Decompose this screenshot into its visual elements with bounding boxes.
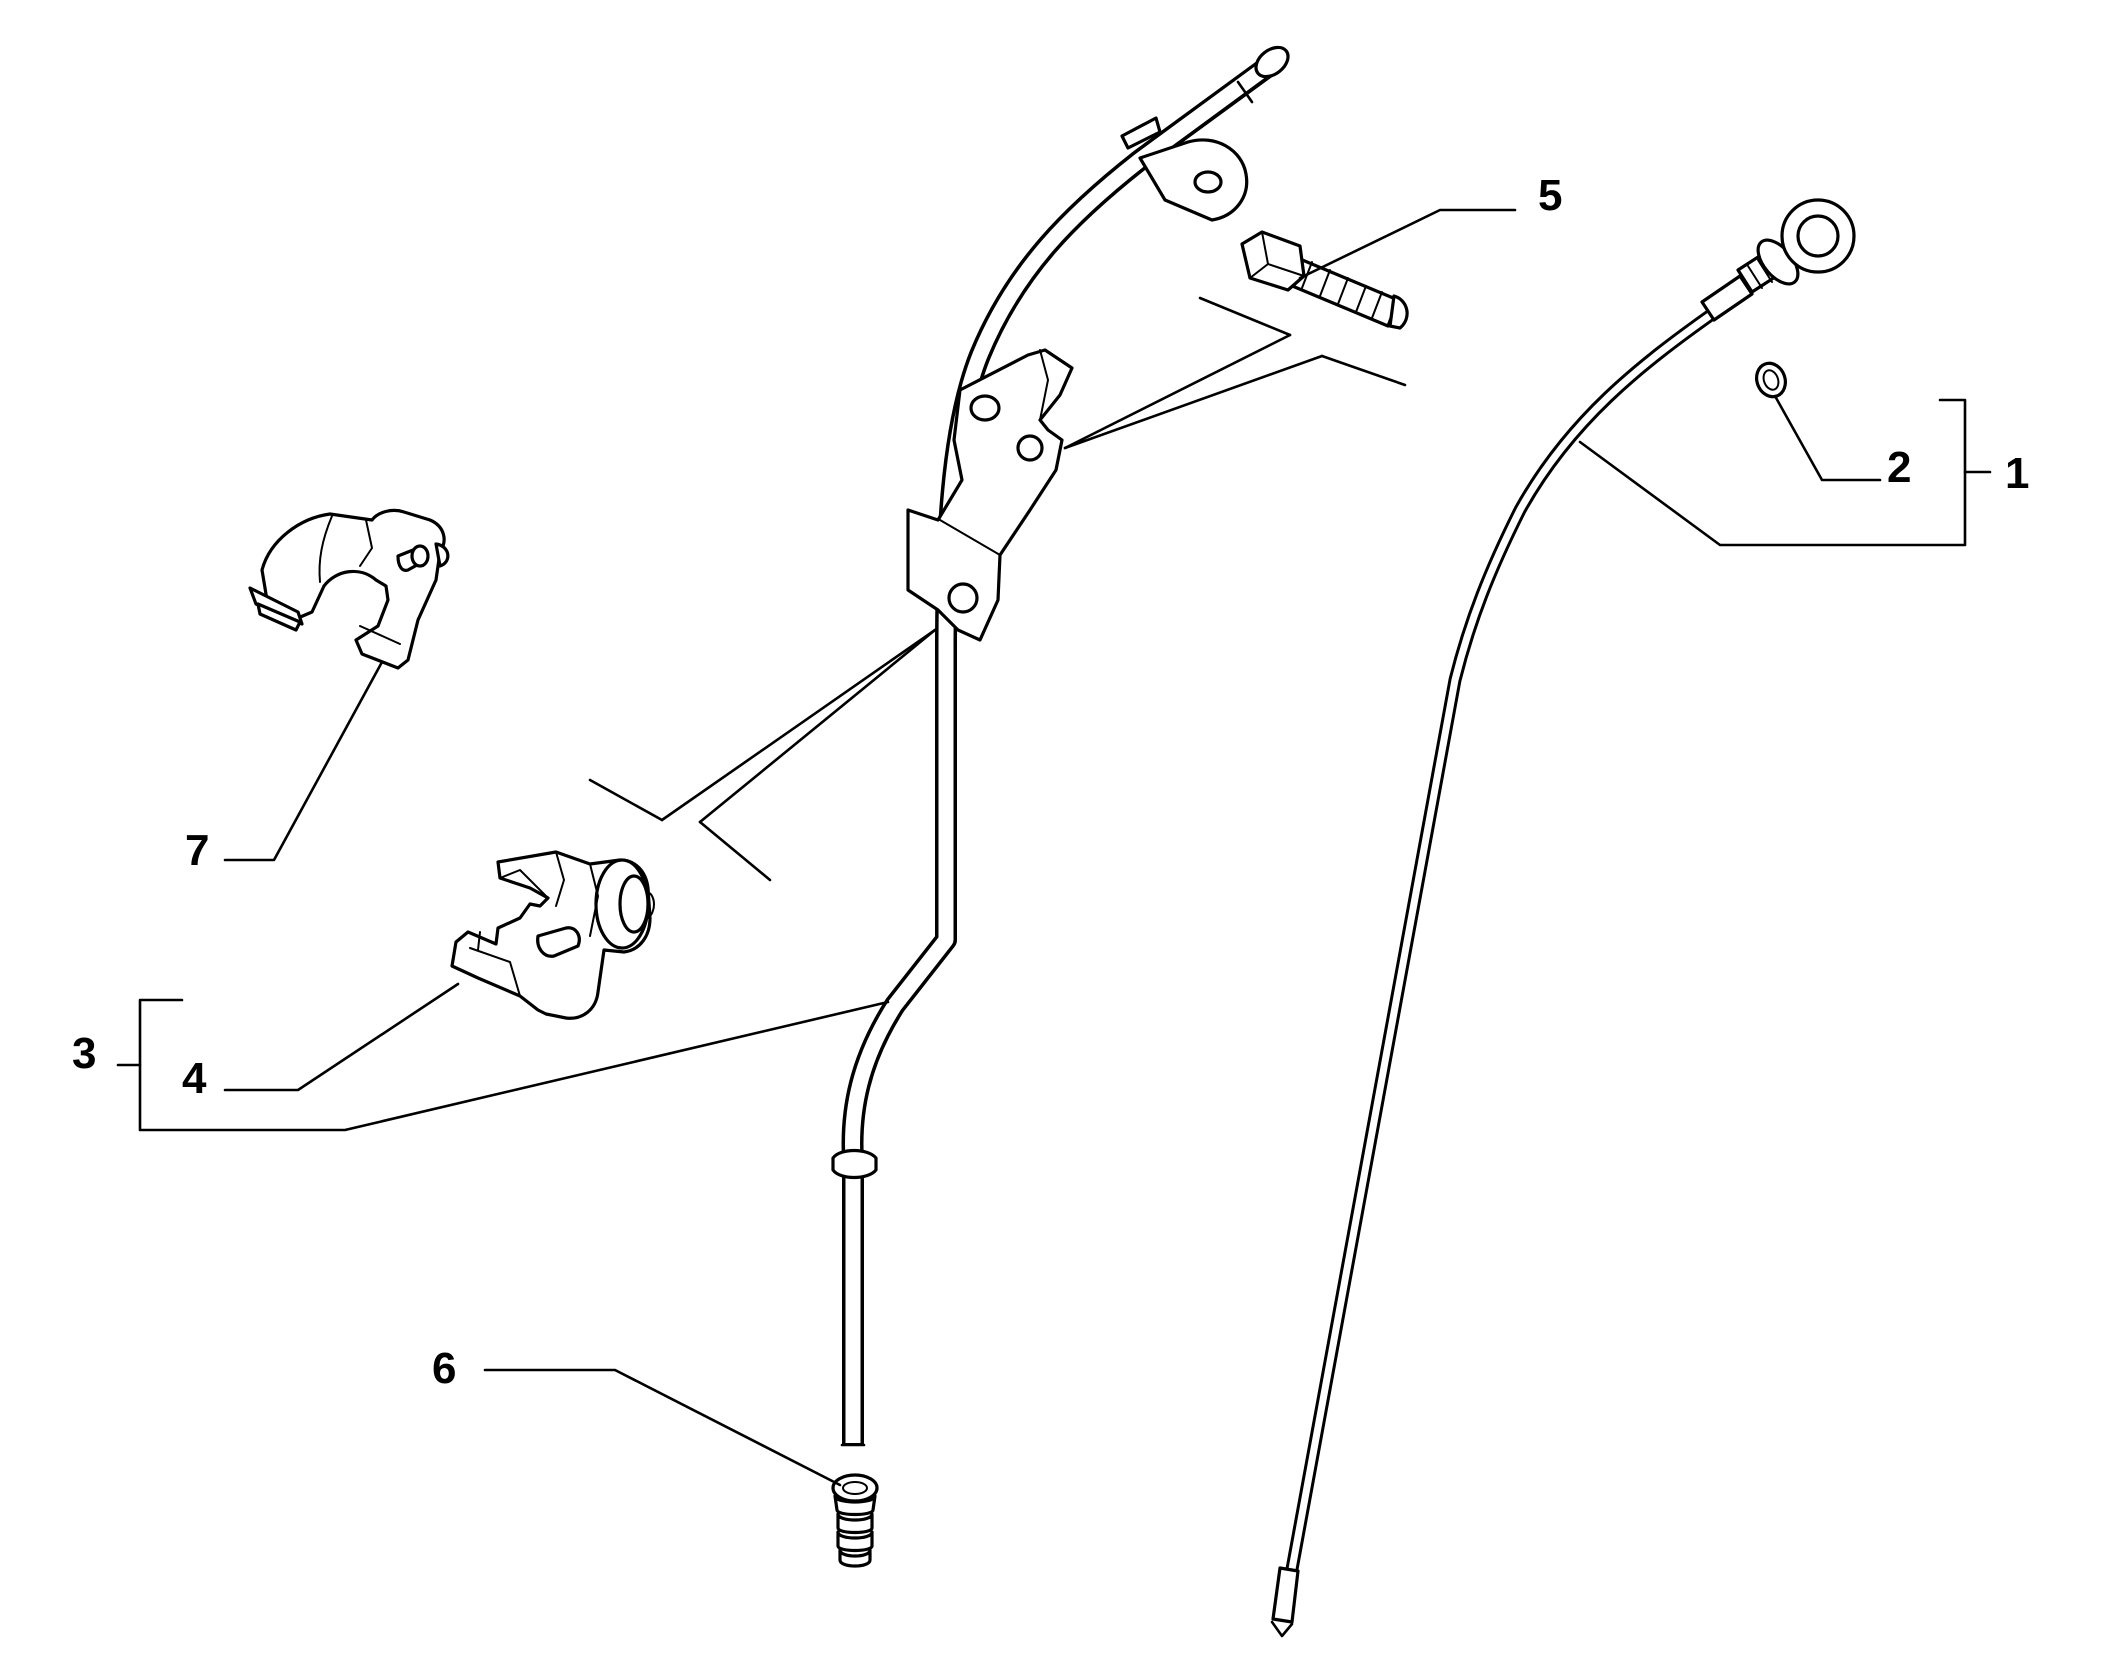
callout-6: 6 — [432, 1344, 456, 1393]
hex-bolt[interactable] — [1240, 230, 1409, 330]
upper-mounting-tab — [1120, 116, 1249, 222]
dipstick-guide-tube[interactable] — [831, 41, 1294, 1447]
pipe-clip[interactable] — [248, 508, 450, 670]
rubber-grommet[interactable] — [831, 1473, 879, 1568]
leader-lines — [116, 208, 1992, 1487]
callout-7: 7 — [185, 826, 209, 875]
bolt-assembly-guides — [1063, 296, 1407, 450]
seal-ring[interactable] — [1752, 359, 1790, 401]
callout-2: 2 — [1887, 443, 1911, 492]
mounting-bracket — [906, 348, 1074, 642]
tube-clamp[interactable] — [450, 850, 655, 1020]
clip-assembly-guides — [588, 628, 937, 882]
callout-3: 3 — [72, 1029, 96, 1078]
callout-4: 4 — [182, 1054, 207, 1103]
callout-1: 1 — [2005, 449, 2029, 498]
oil-dipstick[interactable] — [1270, 198, 1856, 1638]
callout-5: 5 — [1538, 171, 1562, 220]
